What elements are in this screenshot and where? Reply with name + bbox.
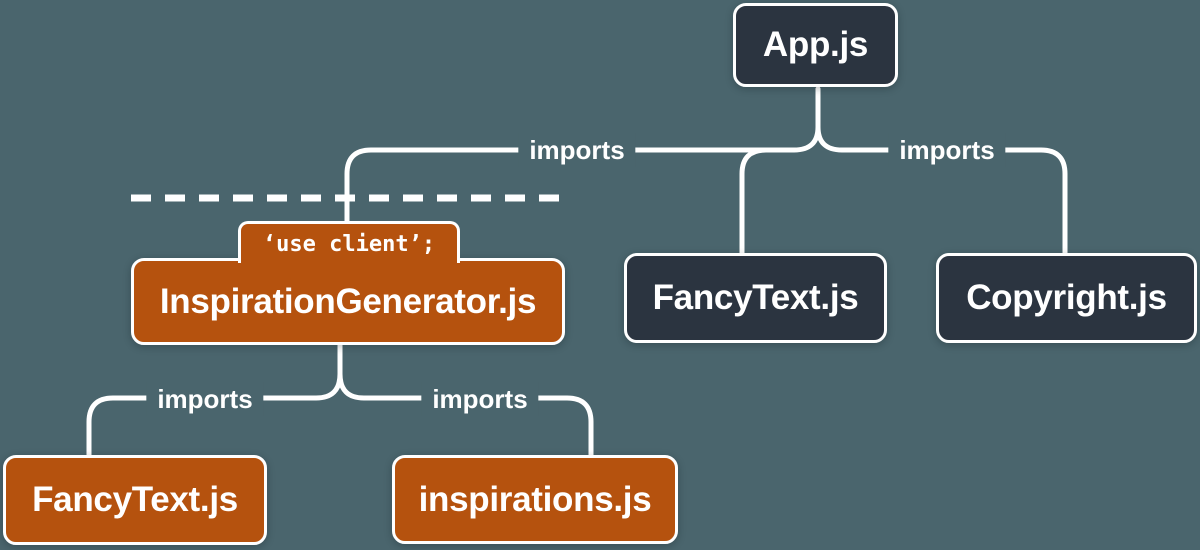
edge-app-to-copyright (815, 86, 1068, 259)
node-label: FancyText.js (652, 278, 859, 317)
node-copyright-js: Copyright.js (936, 253, 1197, 343)
edge-label-imports: imports (518, 133, 636, 167)
use-client-directive-tab: ‘use client’; (238, 221, 460, 263)
node-app-js: App.js (733, 3, 898, 87)
node-label: App.js (762, 25, 869, 64)
edge-app-to-fancytext (739, 147, 769, 259)
node-label: InspirationGenerator.js (159, 281, 537, 321)
node-fancytext-js-client: FancyText.js (3, 455, 267, 545)
node-inspirationgenerator-js: InspirationGenerator.js (131, 258, 565, 345)
edge-label-imports: imports (146, 382, 264, 416)
node-label: Copyright.js (966, 278, 1167, 317)
node-inspirations-js: inspirations.js (392, 455, 678, 544)
edge-label-imports: imports (421, 382, 539, 416)
node-fancytext-js-server: FancyText.js (624, 253, 887, 343)
directive-label: ‘use client’; (262, 232, 436, 257)
node-label: FancyText.js (32, 480, 238, 519)
node-label: inspirations.js (418, 479, 652, 519)
edge-label-imports: imports (888, 133, 1006, 167)
